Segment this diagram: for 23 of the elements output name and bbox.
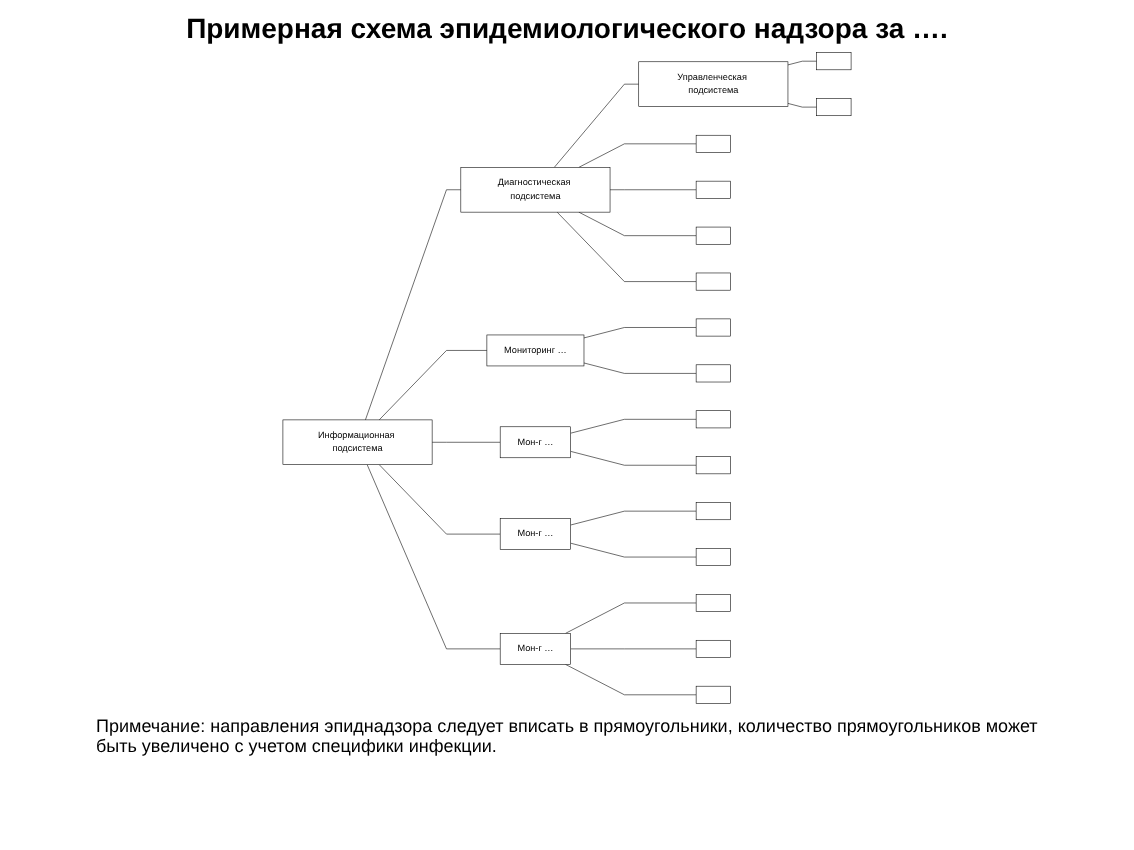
note-text: Примечание: направления эпиднадзора следует вписать в прямоугольники, количество прямоугольников может быть увеличено с учетом специфики инфекции. (96, 716, 1038, 756)
node-box (695, 318, 731, 337)
connector (787, 103, 817, 108)
node-box (695, 548, 731, 566)
node-box (816, 98, 852, 116)
node-box (695, 594, 731, 612)
node-box (695, 134, 731, 153)
connector (578, 211, 697, 236)
connector (556, 211, 697, 282)
connector (365, 189, 462, 421)
node-box (695, 456, 731, 475)
node-box (695, 180, 731, 199)
node-box (695, 364, 731, 383)
node-box (695, 226, 731, 245)
connector (565, 664, 697, 696)
node-box (816, 52, 852, 71)
node-box (695, 685, 731, 704)
node-box (695, 272, 731, 291)
diagram-title: Примерная схема эпидемиологического надзора за …. (184, 12, 950, 44)
connector (378, 350, 488, 421)
node-box (695, 502, 731, 521)
node-box (695, 410, 731, 429)
node-box (695, 640, 731, 658)
